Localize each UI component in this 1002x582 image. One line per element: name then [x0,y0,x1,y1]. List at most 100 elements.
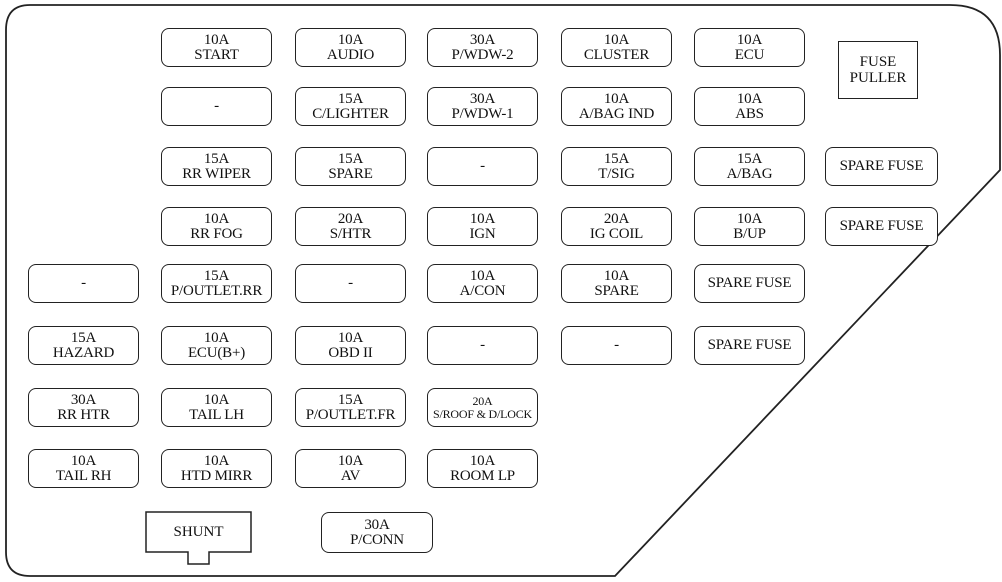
fuse-label: A/BAG IND [578,105,655,122]
fuse-label: RR FOG [190,225,243,242]
fuse-label: A/BAG [726,165,773,182]
fuse-label: S/HTR [329,225,372,242]
fuse-rating: 10A [337,329,364,346]
fuse-rating: 20A [603,210,630,227]
fuse-rating: 15A [203,150,230,167]
fuse-label: HTD MIRR [180,467,253,484]
fuse-puller-line1: FUSE [859,54,897,70]
fuse-rating: 10A [203,31,230,48]
fuse-label: P/CONN [350,531,404,548]
fuse-label: P/WDW-1 [451,105,514,122]
fuse-label: START [194,46,239,63]
fuse-label: IG COIL [589,225,644,242]
fuse-rating: 10A [203,210,230,227]
fuse-rating: 10A [469,210,496,227]
fuse-label: A/CON [459,282,506,299]
fuse-label: T/SIG [598,165,635,182]
fuse-r4c6: SPARE FUSE [825,207,938,246]
fuse-label: - [81,275,86,291]
fuse-rating: 10A [603,267,630,284]
fuse-label: ECU(B+) [187,344,246,361]
fuse-puller: FUSE PULLER [838,41,918,99]
fuse-label: HAZARD [52,344,115,361]
fuse-r3c6: SPARE FUSE [825,147,938,186]
fuse-label: S/ROOF & D/LOCK [432,406,533,421]
fuse-label: AV [340,467,361,484]
fuse-rating: 10A [203,391,230,408]
fuse-label: - [614,337,619,353]
fuse-r5c0: - [28,264,139,303]
fuse-label: SPARE [594,282,639,299]
fuse-rating: 10A [469,267,496,284]
fuse-rating: 10A [469,452,496,469]
fuse-rating: 15A [736,150,763,167]
fuse-label: - [480,337,485,353]
fuse-rating: 10A [337,31,364,48]
fuse-label: SPARE FUSE [707,275,792,291]
fuse-label: - [214,98,219,114]
fuse-label: P/WDW-2 [451,46,514,63]
fuse-rating: 15A [337,150,364,167]
fuse-r3c3: - [427,147,538,186]
fuse-label: SPARE FUSE [839,158,924,174]
fuse-label: - [348,275,353,291]
fuse-rating: 10A [736,210,763,227]
fuse-r2c1: - [161,87,272,126]
fuse-rating: 10A [603,90,630,107]
fuse-rating: 10A [70,452,97,469]
fuse-label: TAIL RH [55,467,112,484]
fuse-label: P/OUTLET.RR [170,282,263,299]
fuse-rating: 10A [736,31,763,48]
fuse-label: CLUSTER [583,46,650,63]
fuse-rating: 10A [736,90,763,107]
fuse-label: P/OUTLET.FR [305,406,396,423]
fuse-rating: 30A [70,391,97,408]
fuse-label: SPARE [328,165,373,182]
fuse-rating: 15A [337,90,364,107]
fuse-puller-line2: PULLER [849,70,907,86]
fuse-rating: 10A [203,452,230,469]
fuse-rating: 15A [603,150,630,167]
fuse-rating: 20A [472,393,493,408]
fuse-rating: 20A [337,210,364,227]
fuse-r6c5: SPARE FUSE [694,326,805,365]
shunt-outline [145,511,252,565]
fuse-label: ECU [734,46,765,63]
fuse-rating: 15A [70,329,97,346]
fuse-rating: 30A [469,31,496,48]
fuse-label: RR HTR [57,406,110,423]
fuse-label: ROOM LP [450,467,515,484]
fuse-label: OBD II [328,344,373,361]
fuse-rating: 30A [469,90,496,107]
fuse-rating: 10A [603,31,630,48]
fuse-r6c3: - [427,326,538,365]
fuse-label: C/LIGHTER [312,105,389,122]
